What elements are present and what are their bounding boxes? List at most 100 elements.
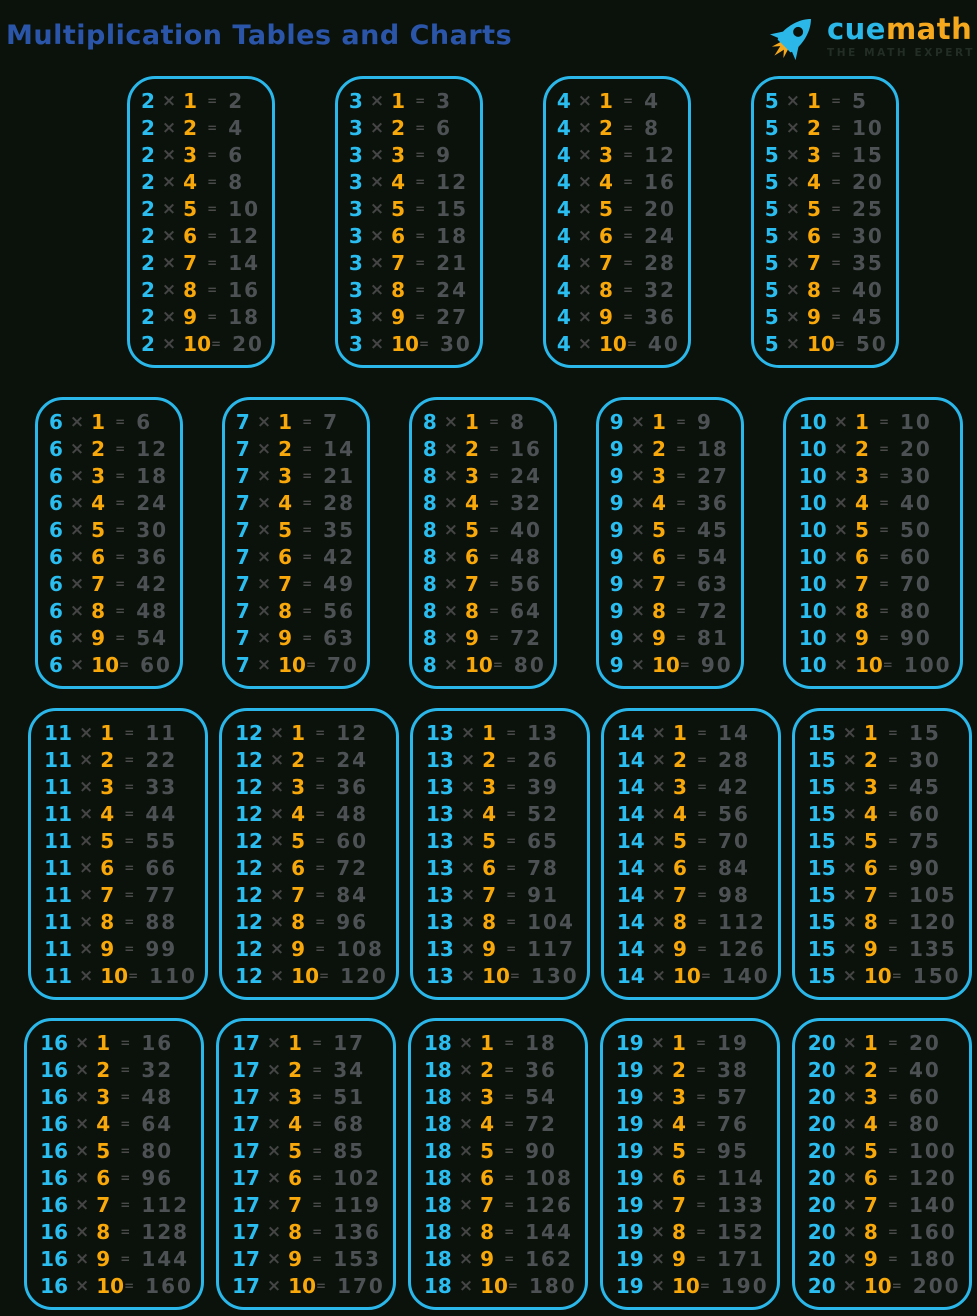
equation-row: 15×3=45 xyxy=(806,773,961,800)
equation-row: 12×2=24 xyxy=(233,746,388,773)
equals-sign: = xyxy=(830,309,841,324)
factor-right: 3 xyxy=(651,463,666,488)
product-value: 14 xyxy=(228,250,261,275)
factor-right: 10 xyxy=(100,963,129,988)
times-sign: × xyxy=(650,1275,665,1296)
product-value: 70 xyxy=(718,828,750,853)
equation-row: 3×6=18 xyxy=(349,222,472,249)
times-sign: × xyxy=(460,884,476,905)
equals-sign: = xyxy=(315,887,326,902)
equals-sign: = xyxy=(124,860,135,875)
equation-row: 17×5=85 xyxy=(230,1137,385,1164)
times-sign: × xyxy=(69,465,85,486)
equation-row: 18×3=54 xyxy=(422,1083,577,1110)
factor-right: 3 xyxy=(672,774,687,799)
factor-left: 15 xyxy=(807,963,836,988)
factor-left: 9 xyxy=(609,463,624,488)
equals-sign: = xyxy=(120,1089,131,1104)
times-sign: × xyxy=(460,722,476,743)
factor-right: 10 xyxy=(863,963,892,988)
factor-right: 2 xyxy=(391,115,406,140)
factor-left: 5 xyxy=(764,331,779,356)
product-value: 19 xyxy=(717,1030,749,1055)
factor-left: 3 xyxy=(348,196,363,221)
equals-sign: = xyxy=(302,576,313,591)
equals-sign: = xyxy=(878,414,889,429)
factor-right: 3 xyxy=(100,774,115,799)
product-value: 68 xyxy=(333,1111,366,1136)
factor-left: 11 xyxy=(44,855,72,880)
times-sign: × xyxy=(369,144,385,165)
factor-left: 3 xyxy=(348,277,363,302)
equation-row: 12×8=96 xyxy=(233,908,388,935)
equation-row: 16×9=144 xyxy=(38,1245,193,1272)
equals-sign: = xyxy=(489,495,500,510)
factor-left: 9 xyxy=(609,625,624,650)
factor-right: 5 xyxy=(465,517,479,542)
product-value: 130 xyxy=(530,963,579,988)
equals-sign: = xyxy=(415,309,426,324)
factor-right: 7 xyxy=(100,882,115,907)
factor-left: 6 xyxy=(49,598,63,623)
cuemath-logo[interactable]: cuemath THE MATH EXPERT xyxy=(764,8,975,66)
equals-sign: = xyxy=(887,914,898,929)
factor-right: 7 xyxy=(671,1192,686,1217)
factor-right: 10 xyxy=(651,652,680,677)
product-value: 117 xyxy=(527,936,575,961)
equals-sign: = xyxy=(887,1143,898,1158)
factor-right: 2 xyxy=(91,436,106,461)
factor-left: 10 xyxy=(798,409,827,434)
equals-sign: = xyxy=(302,495,313,510)
factor-right: 6 xyxy=(651,544,666,569)
equation-row: 8×10=80 xyxy=(423,651,546,678)
times-sign: × xyxy=(69,627,85,648)
factor-right: 2 xyxy=(671,1057,686,1082)
factor-right: 5 xyxy=(863,828,878,853)
times-sign: × xyxy=(785,198,800,219)
product-value: 30 xyxy=(136,517,169,542)
factor-right: 1 xyxy=(854,409,869,434)
equation-row: 18×8=144 xyxy=(422,1218,577,1245)
product-value: 4 xyxy=(228,115,245,140)
equals-sign: = xyxy=(312,1035,323,1050)
product-value: 63 xyxy=(697,571,729,596)
factor-left: 8 xyxy=(422,625,437,650)
equation-row: 13×6=78 xyxy=(424,854,579,881)
times-sign: × xyxy=(833,465,848,486)
equation-row: 2×7=14 xyxy=(141,249,264,276)
factor-left: 20 xyxy=(807,1138,836,1163)
factor-left: 19 xyxy=(615,1246,644,1271)
equals-sign: = xyxy=(302,468,313,483)
factor-left: 10 xyxy=(798,436,827,461)
times-sign: × xyxy=(458,1167,474,1188)
equals-sign: = xyxy=(207,309,218,324)
equals-sign: = xyxy=(207,201,218,216)
factor-left: 13 xyxy=(425,936,454,961)
factor-right: 1 xyxy=(391,88,406,113)
times-sign: × xyxy=(443,519,459,540)
times-sign: × xyxy=(460,857,476,878)
times-sign: × xyxy=(79,749,94,770)
product-value: 35 xyxy=(323,517,355,542)
factor-left: 20 xyxy=(807,1057,836,1082)
factor-right: 6 xyxy=(183,223,198,248)
factor-left: 20 xyxy=(807,1246,836,1271)
factor-right: 1 xyxy=(806,88,821,113)
factor-right: 10 xyxy=(854,652,883,677)
factor-right: 8 xyxy=(465,598,479,623)
equation-row: 15×6=90 xyxy=(806,854,961,881)
product-value: 18 xyxy=(697,436,729,461)
factor-right: 5 xyxy=(291,828,306,853)
factor-right: 2 xyxy=(291,747,306,772)
product-value: 96 xyxy=(336,909,369,934)
factor-right: 7 xyxy=(291,882,306,907)
times-sign: × xyxy=(256,654,272,675)
factor-right: 7 xyxy=(651,571,666,596)
product-value: 60 xyxy=(336,828,369,853)
equals-sign: = xyxy=(115,468,126,483)
logo-wordmark: cuemath xyxy=(827,15,975,44)
equation-row: 2×5=10 xyxy=(141,195,264,222)
equation-row: 2×8=16 xyxy=(141,276,264,303)
factor-left: 9 xyxy=(609,436,624,461)
product-value: 28 xyxy=(644,250,676,275)
